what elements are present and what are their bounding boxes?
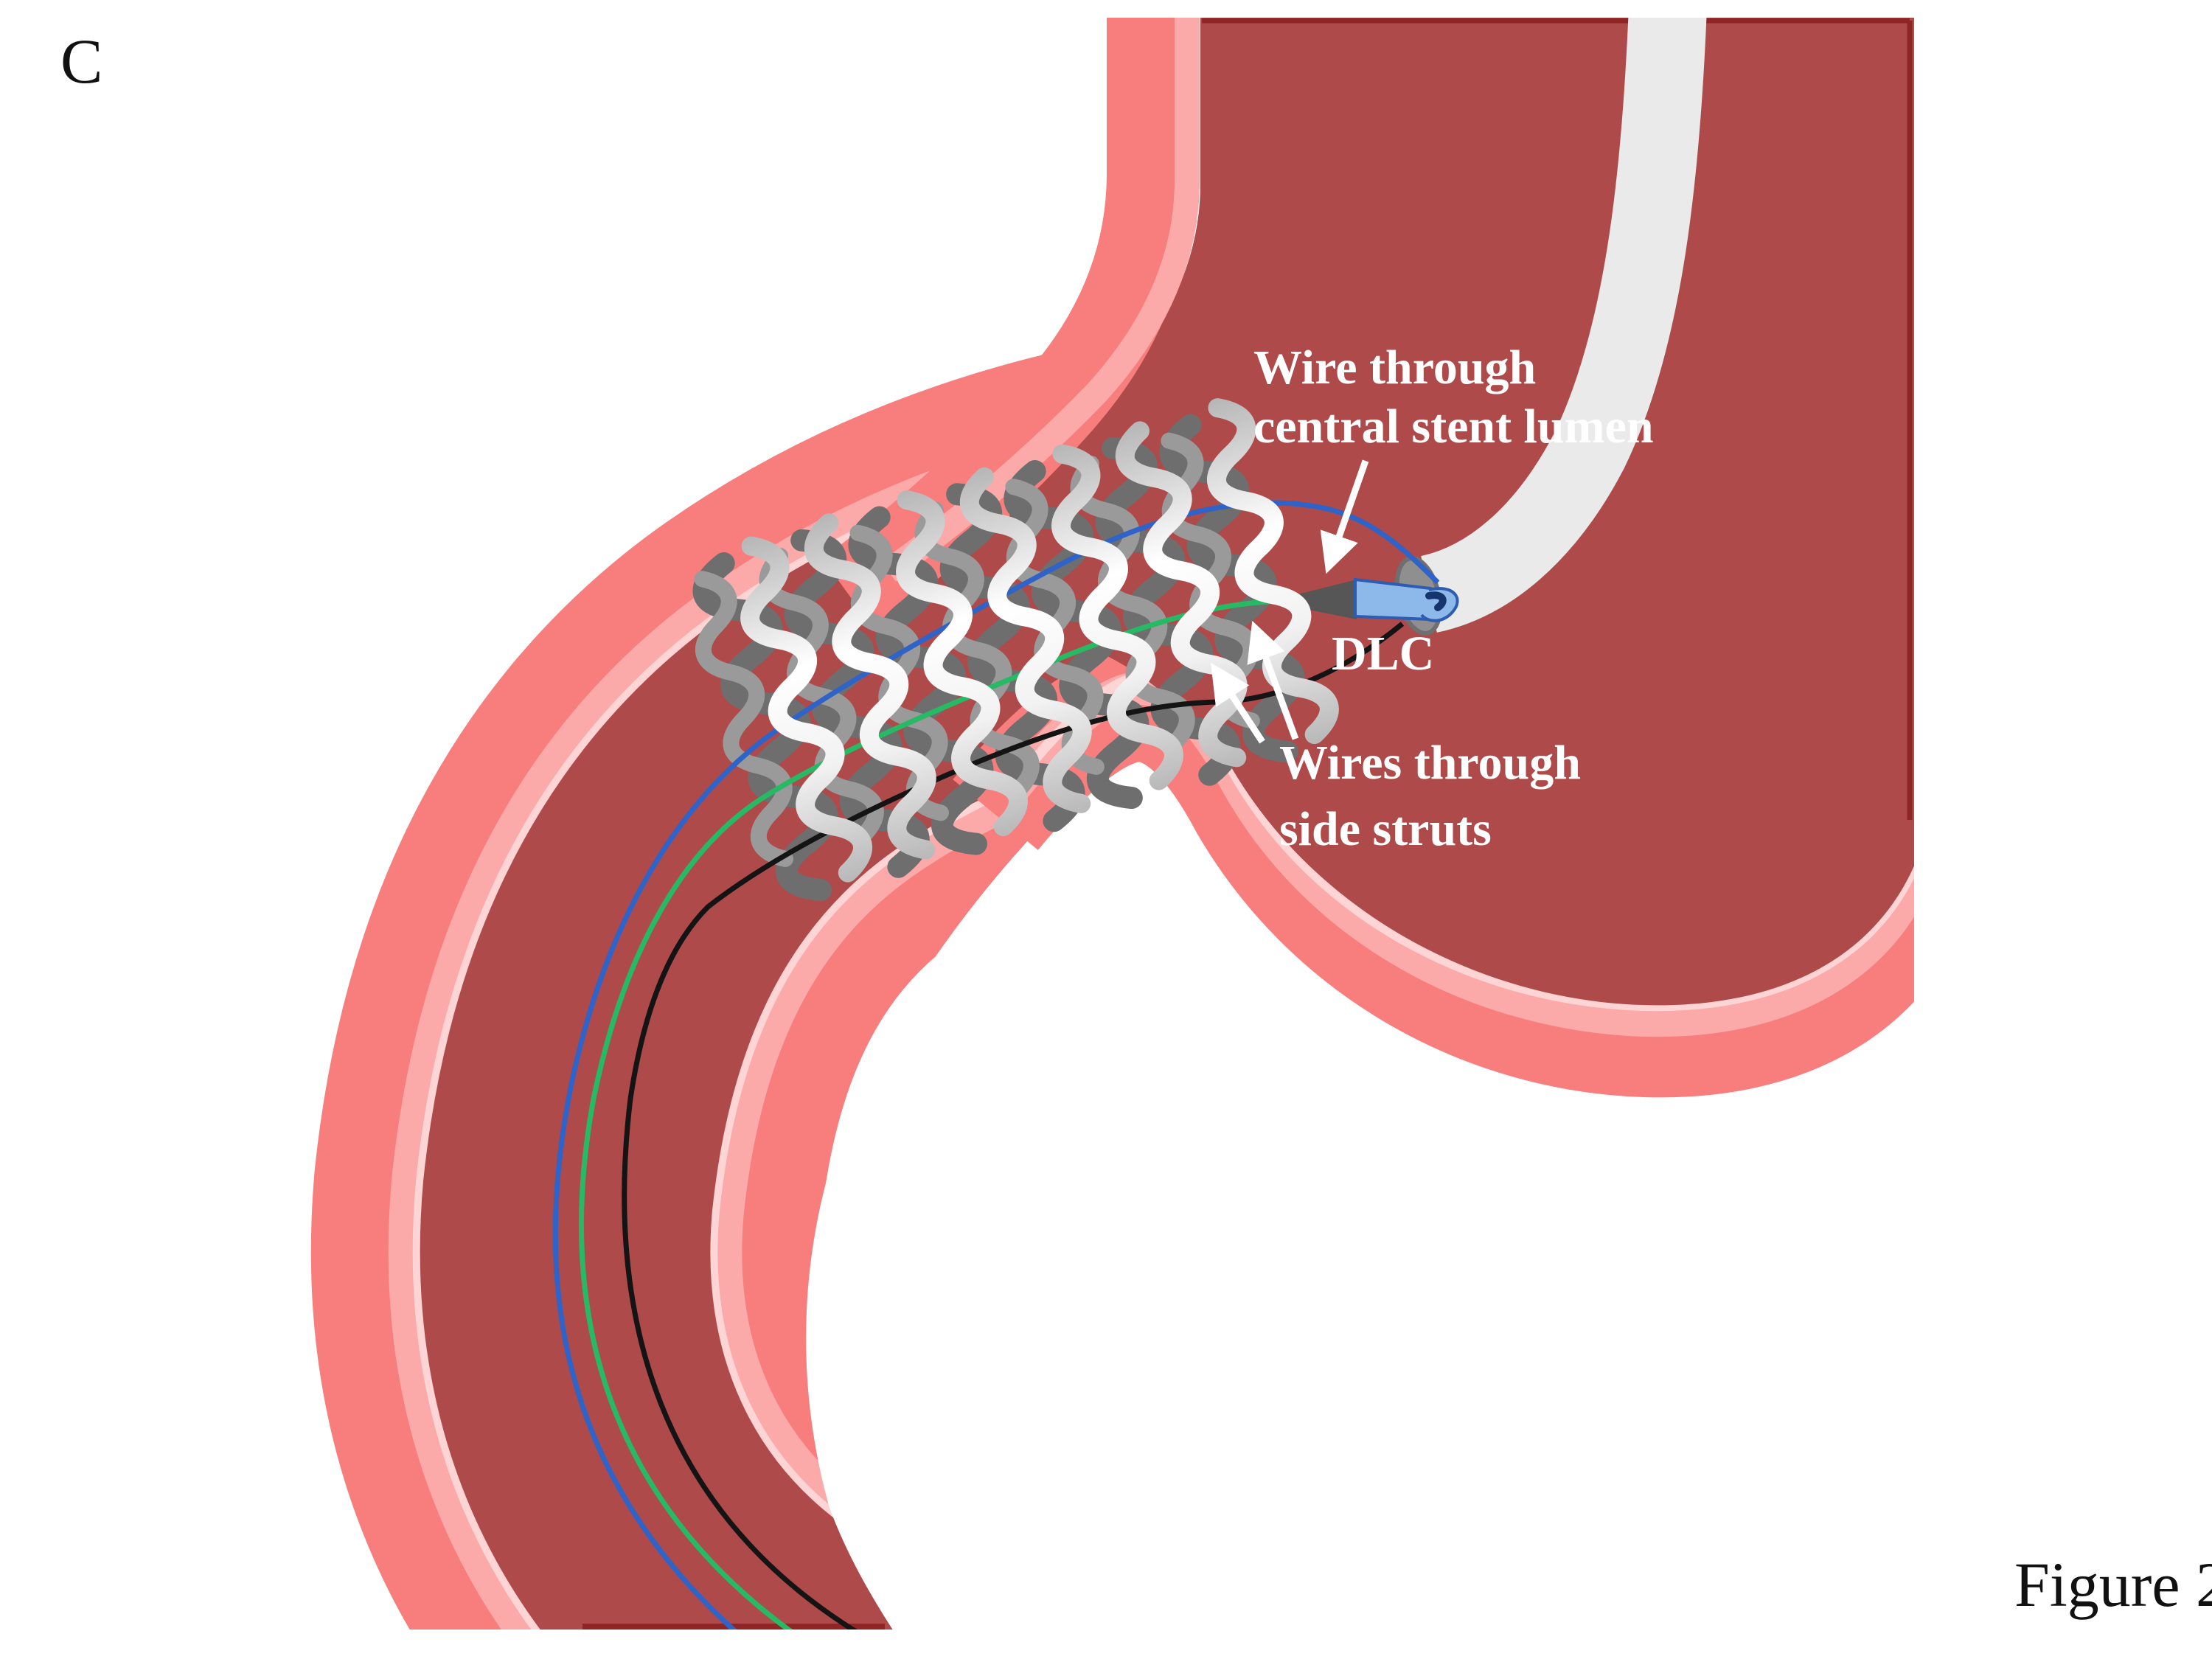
stent-strand (914, 501, 1040, 799)
panel-label: C (60, 26, 102, 97)
label-wire-central-line1: Wire through (1253, 341, 1536, 394)
background-wedge (806, 737, 1914, 1630)
catheter-hook-outline (1420, 587, 1459, 622)
label-side-struts-line1: Wires through (1279, 736, 1581, 790)
stent-strand (896, 490, 1028, 837)
catheter-body (1355, 580, 1430, 619)
stent-strand (1070, 455, 1195, 752)
stent-strand (804, 513, 936, 860)
stent-front-strands (740, 398, 1339, 883)
catheter-cone (1268, 580, 1357, 619)
arrow-side-strut-black-icon (1211, 662, 1265, 744)
catheter-slot (1425, 591, 1447, 611)
arrow-central-lumen-icon (1320, 459, 1369, 574)
stent-strand (759, 547, 884, 844)
stent-strand (1051, 444, 1183, 790)
label-wire-central-line2: central stent lumen (1253, 400, 1654, 453)
dlc-catheter (1268, 577, 1459, 622)
stent-strand (1207, 398, 1339, 745)
stent-strand (694, 571, 794, 867)
wire-green (579, 599, 1270, 1630)
figure-caption: Figure 2 (2014, 1549, 2212, 1620)
anatomy-scene (310, 18, 1914, 1630)
arrow-side-strut-green-icon (1247, 620, 1299, 740)
left-wall-lining (881, 18, 1200, 582)
stent-strand (959, 467, 1092, 813)
annotations: C Wire through central stent lumen DLC W… (60, 26, 2212, 1620)
label-side-struts-line2: side struts (1279, 802, 1492, 856)
label-dlc: DLC (1332, 627, 1434, 681)
wire-blue (552, 500, 1440, 1630)
stent-strand (740, 536, 872, 883)
endoscope-shaft (1419, 18, 1707, 633)
